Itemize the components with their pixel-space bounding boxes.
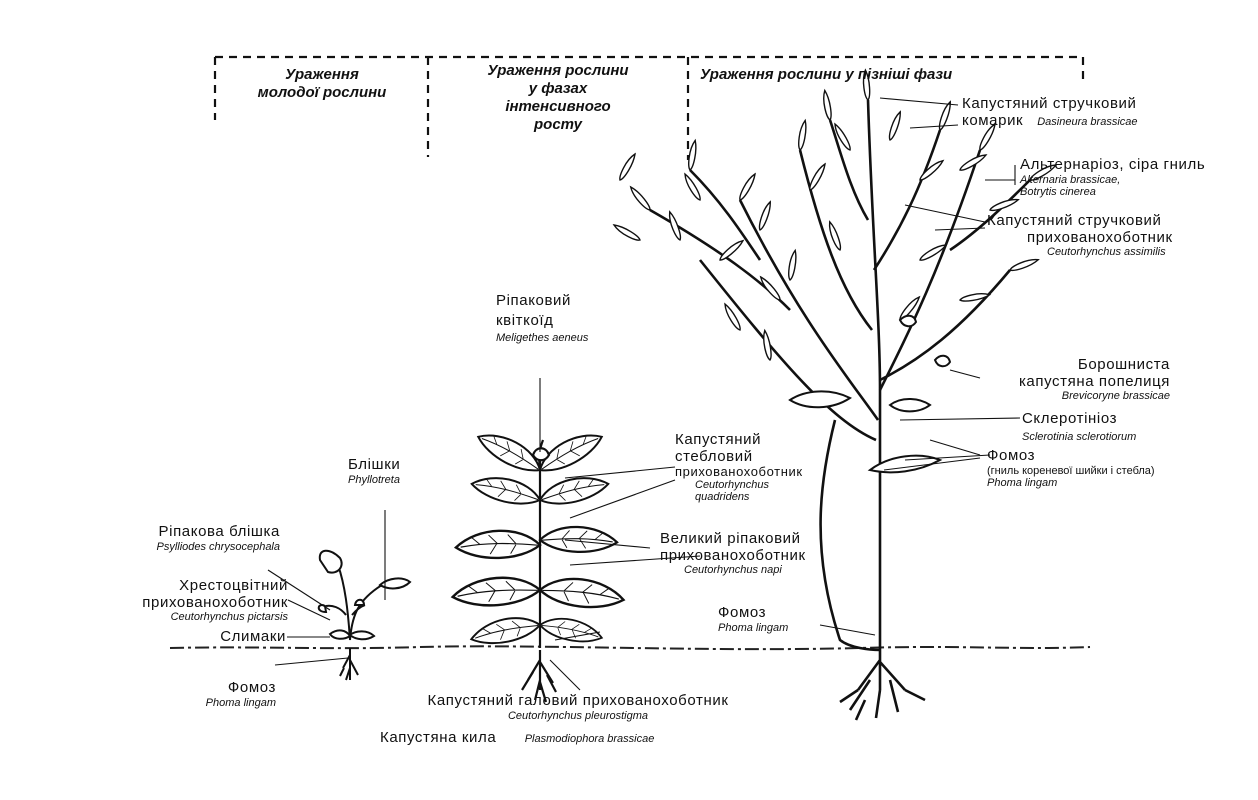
- phase-intensive-header: Ураження рослини у фазах інтенсивного ро…: [438, 62, 678, 134]
- tall-plant-leaves: [790, 316, 950, 473]
- label-clubroot: Капустяна кила Plasmodiophora brassicae: [380, 729, 654, 747]
- aphid-common-2: капустяна попелиця: [960, 374, 1170, 391]
- phoma-stem-latin: Phoma lingam: [987, 477, 1155, 489]
- young-plant: [319, 551, 410, 680]
- phoma-stem-common-1: Фомоз: [987, 448, 1155, 465]
- crucifer-weevil-common-1: Хрестоцвітний: [60, 578, 288, 595]
- leader-lines: [268, 98, 1020, 690]
- label-alternaria: Альтернаріоз, сіра гниль Alternaria bras…: [1020, 157, 1205, 198]
- sclerotinia-common: Склеротініоз: [1022, 411, 1136, 428]
- stem-weevil-latin-2: quadridens: [675, 491, 803, 503]
- phase-young-line2: молодої рослини: [222, 84, 422, 102]
- seed-weevil-common-2: прихованохоботник: [987, 230, 1173, 247]
- seed-weevil-common-1: Капустяний стручковий: [987, 213, 1173, 230]
- clubroot-common: Капустяна кила: [380, 729, 496, 746]
- gall-weevil-latin: Ceutorhynchus pleurostigma: [378, 710, 778, 722]
- pollen-beetle-latin: Meligethes aeneus: [496, 332, 588, 344]
- rape-flea-common: Ріпакова блішка: [80, 524, 280, 541]
- phase-intensive-line4: росту: [438, 116, 678, 134]
- label-crucifer-weevil: Хрестоцвітний прихованохоботник Ceutorhy…: [60, 578, 288, 623]
- ground-line: [170, 646, 1090, 649]
- large-weevil-common-1: Великий ріпаковий: [660, 531, 806, 548]
- pollen-beetle-common-1: Ріпаковий: [496, 293, 588, 310]
- phase-young-header: Ураження молодої рослини: [222, 66, 422, 102]
- aphid-common-1: Борошниста: [960, 357, 1170, 374]
- crucifer-weevil-common-2: прихованохоботник: [60, 595, 288, 612]
- stem-weevil-common-2: стебловий: [675, 449, 803, 466]
- flea-beetles-common: Блішки: [348, 457, 400, 474]
- phase-late-header: Ураження рослини у пізніші фази: [700, 66, 1080, 84]
- stem-weevil-latin-1: Ceutorhynchus: [675, 479, 803, 491]
- label-phoma-young: Фомоз Phoma lingam: [160, 680, 276, 709]
- label-slugs: Слимаки: [150, 629, 286, 646]
- gall-weevil-common: Капустяний галовий прихованохоботник: [378, 693, 778, 710]
- phase-intensive-line3: інтенсивного: [438, 98, 678, 116]
- phase-intensive-line1: Ураження рослини: [438, 62, 678, 80]
- label-large-weevil: Великий ріпаковий прихованохоботник Ceut…: [660, 531, 806, 576]
- phoma-mid-common: Фомоз: [718, 605, 788, 622]
- mid-plant: [451, 427, 626, 702]
- capsule-midge-common-2: комарик: [962, 113, 1023, 130]
- large-weevil-common-2: прихованохоботник: [660, 548, 806, 565]
- clubroot-latin: Plasmodiophora brassicae: [525, 733, 655, 745]
- phoma-mid-latin: Phoma lingam: [718, 622, 788, 634]
- large-weevil-latin: Ceutorhynchus napi: [660, 564, 806, 576]
- stem-weevil-common-1: Капустяний: [675, 432, 803, 449]
- stem-weevil-common-3: прихованохоботник: [675, 465, 803, 479]
- label-stem-weevil: Капустяний стебловий прихованохоботник C…: [675, 432, 803, 503]
- phoma-stem-common-2: (гниль кореневої шийки і стебла): [987, 465, 1155, 477]
- flea-beetles-latin: Phyllotreta: [348, 474, 400, 486]
- tall-plant: [650, 100, 1030, 720]
- alternaria-latin-1: Alternaria brassicae,: [1020, 174, 1205, 186]
- label-pollen-beetle: Ріпаковий квіткоїд Meligethes aeneus: [496, 293, 588, 344]
- alternaria-latin-2: Botrytis cinerea: [1020, 186, 1205, 198]
- label-seed-weevil: Капустяний стручковий прихованохоботник …: [987, 213, 1173, 258]
- label-rape-flea: Ріпакова блішка Psylliodes chrysocephala: [80, 524, 280, 553]
- phase-young-line1: Ураження: [222, 66, 422, 84]
- label-gall-weevil: Капустяний галовий прихованохоботник Ceu…: [378, 693, 778, 722]
- label-capsule-midge: Капустяний стручковий комарик Dasineura …: [962, 96, 1138, 129]
- phoma-young-latin: Phoma lingam: [160, 697, 276, 709]
- crucifer-weevil-latin: Ceutorhynchus pictarsis: [60, 611, 288, 623]
- phase-intensive-line2: у фазах: [438, 80, 678, 98]
- aphid-latin: Brevicoryne brassicae: [960, 390, 1170, 402]
- pollen-beetle-common-2: квіткоїд: [496, 313, 588, 330]
- label-flea-beetles: Блішки Phyllotreta: [348, 457, 400, 486]
- seed-weevil-latin: Ceutorhynchus assimilis: [987, 246, 1173, 258]
- sclerotinia-latin: Sclerotinia sclerotiorum: [1022, 431, 1136, 443]
- label-phoma-mid: Фомоз Phoma lingam: [718, 605, 788, 634]
- slugs-common: Слимаки: [150, 629, 286, 646]
- capsule-midge-latin: Dasineura brassicae: [1037, 113, 1137, 130]
- phoma-young-common: Фомоз: [160, 680, 276, 697]
- label-phoma-stem: Фомоз (гниль кореневої шийки і стебла) P…: [987, 448, 1155, 489]
- label-sclerotinia: Склеротініоз Sclerotinia sclerotiorum: [1022, 411, 1136, 443]
- rape-flea-latin: Psylliodes chrysocephala: [80, 541, 280, 553]
- alternaria-common: Альтернаріоз, сіра гниль: [1020, 157, 1205, 174]
- capsule-midge-common-1: Капустяний стручковий: [962, 96, 1138, 113]
- label-aphid: Борошниста капустяна попелиця Brevicoryn…: [960, 357, 1170, 402]
